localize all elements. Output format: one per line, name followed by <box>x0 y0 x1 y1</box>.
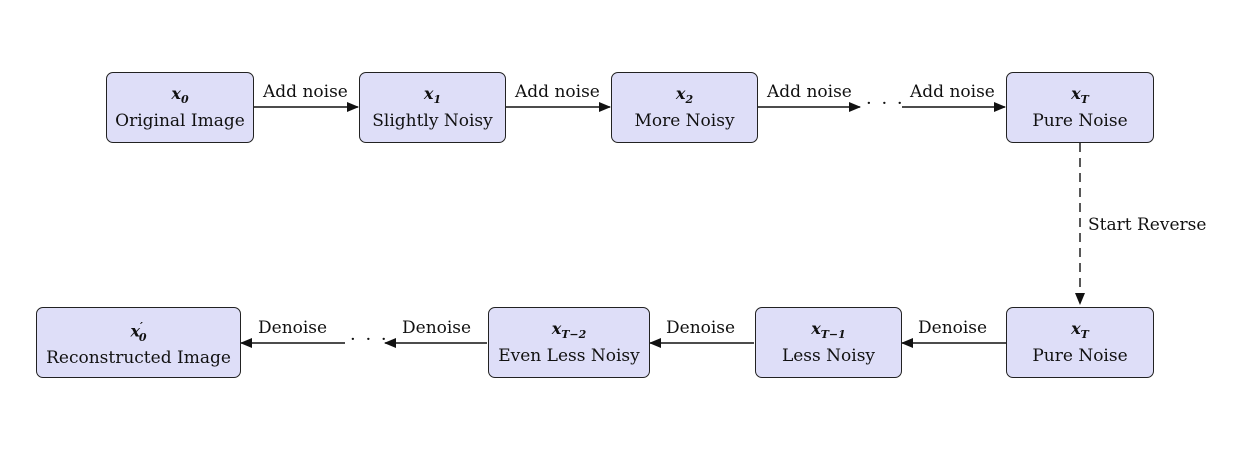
node-label: More Noisy <box>634 110 735 131</box>
node-label: Even Less Noisy <box>498 345 640 366</box>
node-variable: x′0 <box>130 320 147 344</box>
node-label: Less Noisy <box>781 345 876 366</box>
edge-label-denoise-1: Denoise <box>918 318 988 338</box>
node-label: Original Image <box>115 110 245 131</box>
node-xT-minus-2-even-less-noisy: xT−2 Even Less Noisy <box>488 307 650 378</box>
node-variable: xT <box>1071 84 1089 107</box>
edge-label-denoise-2: Denoise <box>666 318 736 338</box>
node-label: Reconstructed Image <box>46 347 231 368</box>
node-xT-pure-noise-reverse: xT Pure Noise <box>1006 307 1154 378</box>
node-label: Slightly Noisy <box>372 110 493 131</box>
node-x0-original-image: x0 Original Image <box>106 72 254 143</box>
edge-label-denoise-4: Denoise <box>258 318 328 338</box>
ellipsis-forward: · · · <box>866 93 905 114</box>
edge-label-add-noise-4: Add noise <box>910 82 995 102</box>
node-variable: x1 <box>423 84 442 107</box>
node-x2-more-noisy: x2 More Noisy <box>611 72 758 143</box>
node-xT-pure-noise-forward: xT Pure Noise <box>1006 72 1154 143</box>
node-x1-slightly-noisy: x1 Slightly Noisy <box>359 72 506 143</box>
node-variable: x2 <box>675 84 694 107</box>
node-variable: xT <box>1071 319 1089 342</box>
node-label: Pure Noise <box>1032 345 1128 366</box>
node-variable: xT−2 <box>551 319 587 342</box>
node-xT-minus-1-less-noisy: xT−1 Less Noisy <box>755 307 902 378</box>
edge-label-start-reverse: Start Reverse <box>1088 215 1207 235</box>
ellipsis-reverse: · · · <box>350 329 389 350</box>
node-variable: x0 <box>171 84 189 107</box>
edge-label-denoise-3: Denoise <box>402 318 472 338</box>
node-label: Pure Noise <box>1032 110 1128 131</box>
edge-label-add-noise-3: Add noise <box>767 82 852 102</box>
node-x0-prime-reconstructed-image: x′0 Reconstructed Image <box>36 307 241 378</box>
edge-label-add-noise-2: Add noise <box>515 82 600 102</box>
edge-label-add-noise-1: Add noise <box>263 82 348 102</box>
node-variable: xT−1 <box>811 319 846 342</box>
